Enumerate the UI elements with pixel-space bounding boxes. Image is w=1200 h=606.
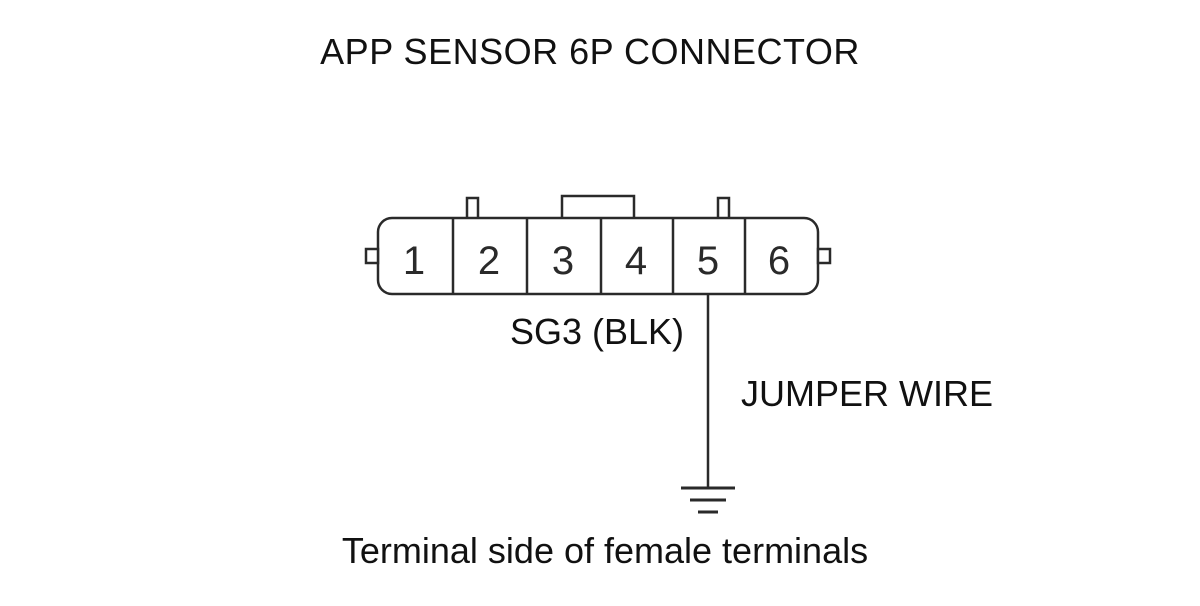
pin-number-4: 4 (625, 239, 647, 283)
connector-body (364, 216, 832, 296)
connector-latches (465, 194, 731, 218)
pin-number-3: 3 (552, 239, 574, 283)
pin-number-2: 2 (478, 239, 500, 283)
pin-number-6: 6 (768, 239, 790, 283)
latch-right (716, 196, 731, 218)
pin-dividers (451, 218, 747, 294)
ground-icon (681, 486, 735, 514)
diagram-caption: Terminal side of female terminals (342, 530, 868, 571)
pin-number-1: 1 (403, 239, 425, 283)
latch-center (560, 194, 636, 218)
connector-housing (376, 216, 820, 296)
pin-numbers: 1 2 3 4 5 6 (403, 239, 790, 283)
side-key-left (364, 247, 380, 265)
latch-left (465, 196, 480, 218)
diagram-title: APP SENSOR 6P CONNECTOR (320, 31, 860, 72)
signal-wire-label: SG3 (BLK) (510, 311, 684, 352)
pin-number-5: 5 (697, 239, 719, 283)
jumper-wire-label: JUMPER WIRE (741, 373, 993, 414)
side-key-right (816, 247, 832, 265)
